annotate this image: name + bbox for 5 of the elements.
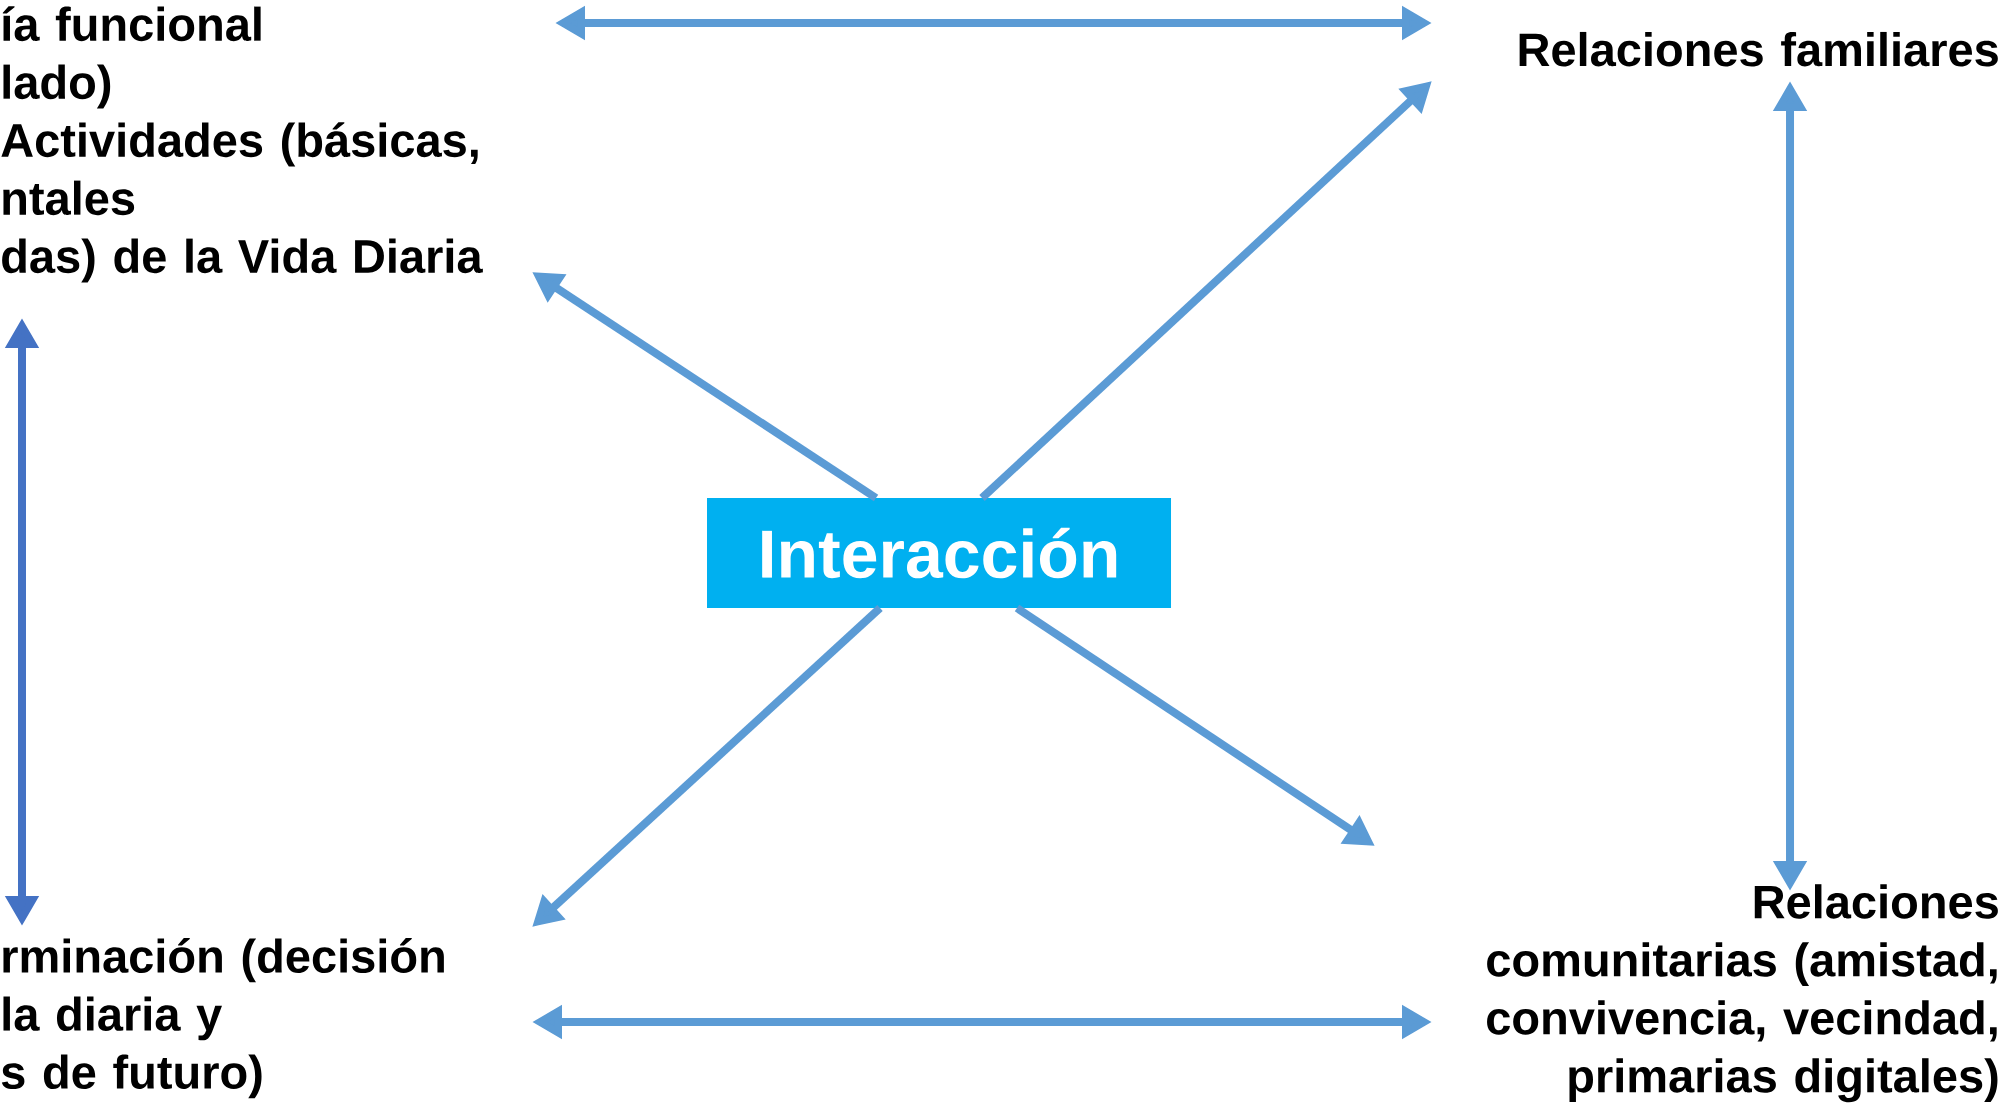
text-label: Relaciones familiares <box>1519 31 1998 67</box>
text-label: rminación (decisión la diaria y s de futuro) <box>1 938 444 1099</box>
process-box: Interacción <box>707 498 1171 608</box>
text-label: ía funcional lado) Actividades (básicas, ntales das) de la Vida Diaria <box>1 6 483 283</box>
text-label: Relaciones comunitarias (amistad, convivencia, vecindad, primarias digitales) <box>1487 884 1998 1103</box>
